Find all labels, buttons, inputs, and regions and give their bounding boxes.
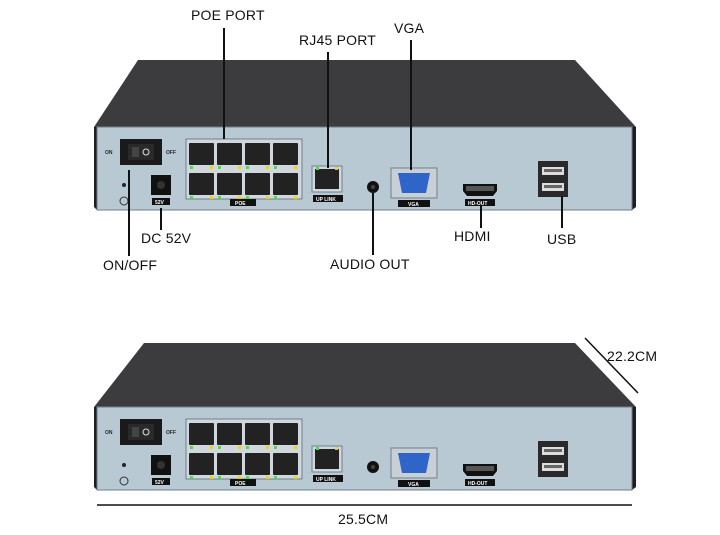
poe-port-block[interactable] [185,138,303,200]
chassis-top [94,60,636,127]
usb-ports[interactable] [538,161,568,197]
nvr-unit-labeled-drawing: ON OFF 52V PO [94,60,636,211]
nvr-unit-dimensioned-drawing: ON OFF 52V POE [94,337,639,506]
on-label: ON [105,150,113,156]
uplink-label: UP LINK [316,477,336,483]
usb-ports[interactable] [538,441,568,477]
poe-port-block[interactable] [185,418,303,480]
usb-leader [561,196,563,228]
dc-leader [160,208,162,230]
depth-dimension-line [584,337,639,394]
on-off-leader [128,170,130,256]
vga-leader [410,40,412,170]
uplink-port[interactable] [315,169,339,189]
voltage-label: 52V [155,480,165,486]
poe-port-callout: POE PORT [191,7,265,23]
dc-callout: DC 52V [141,230,192,246]
uplink-port[interactable] [315,449,339,469]
poe-label: POE [235,481,246,487]
off-label: OFF [166,150,176,156]
vga-port[interactable] [398,173,430,193]
chassis-top [94,343,636,407]
uplink-label: UP LINK [316,197,336,203]
ground-icon [119,476,129,486]
nvr-unit-labeled: ON OFF 52V PO [0,55,720,255]
vga-panel-label: VGA [408,482,419,488]
vga-port[interactable] [398,453,430,473]
chassis-right-side [632,127,636,210]
voltage-label: 52V [155,200,165,206]
nvr-unit-dimensioned: ON OFF 52V POE [0,335,720,535]
off-label: OFF [166,430,176,436]
vga-panel-label: VGA [408,202,419,208]
rj45-port-callout: RJ45 PORT [299,32,377,48]
hdout-label: HD-OUT [468,201,487,207]
hdmi-leader [480,206,482,228]
depth-dimension: 22.2CM [607,348,658,364]
hdout-label: HD-OUT [468,481,487,487]
hdmi-callout: HDMI [454,228,491,244]
vga-callout: VGA [394,20,425,36]
poe-port-leader [223,28,225,139]
audio-out-callout: AUDIO OUT [330,256,410,272]
width-dimension: 25.5CM [338,511,389,527]
poe-label: POE [235,201,246,207]
audio-out-leader [372,193,374,255]
chassis-left-side [94,127,97,210]
rj45-port-leader [327,52,329,168]
usb-callout: USB [547,231,577,247]
on-label: ON [105,430,113,436]
on-off-callout: ON/OFF [103,257,158,273]
